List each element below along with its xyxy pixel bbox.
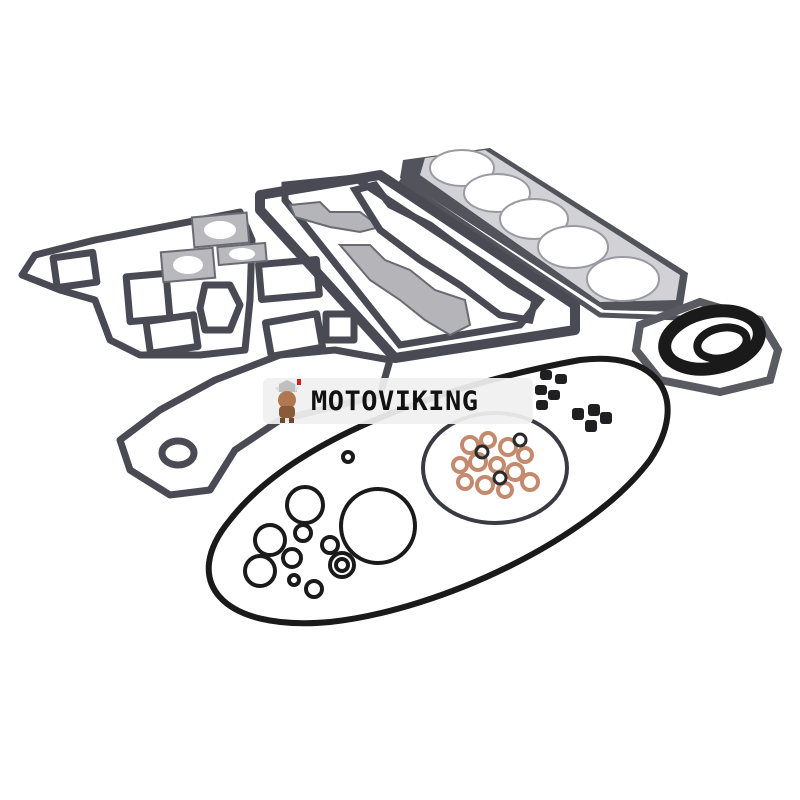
copper-washer-gasket xyxy=(421,411,569,525)
crankshaft-oil-seals xyxy=(658,304,766,376)
manifold-gaskets xyxy=(288,181,540,337)
assorted-o-rings xyxy=(243,450,417,599)
square-port-gaskets xyxy=(159,211,268,284)
oil-pan-gasket xyxy=(255,170,580,363)
cylinder-head-gasket xyxy=(398,148,688,321)
brand-watermark: MOTOVIKING xyxy=(263,378,533,424)
viking-mascot-icon xyxy=(275,379,301,423)
valve-stem-seals xyxy=(535,370,612,432)
brand-name: MOTOVIKING xyxy=(311,385,479,417)
